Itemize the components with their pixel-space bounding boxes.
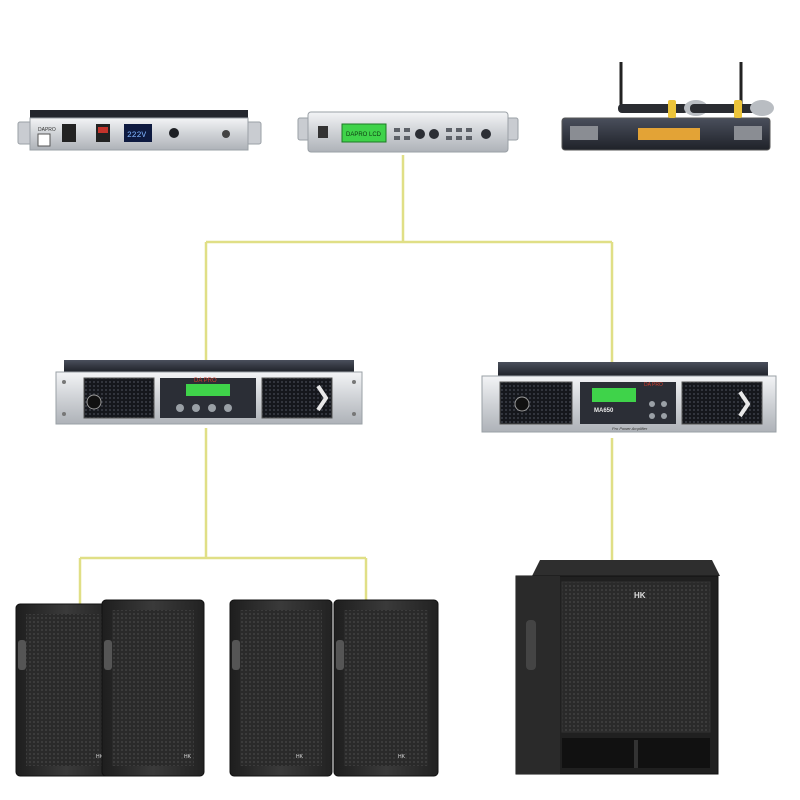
wireless-mic-receiver [561,62,774,151]
processor-knob-1 [415,129,425,139]
amp-right-brand: DA PRO [644,382,663,388]
speaker-4-brand: HK [398,754,406,760]
speaker-3-brand: HK [296,754,304,760]
speaker-2-brand: HK [184,754,192,760]
power-sequencer: DAPRO 222V [17,110,262,151]
power-sequencer-brand: DAPRO [38,127,56,133]
speaker-group: HK HK HK HK [15,599,439,777]
processor-knob-3 [481,129,491,139]
speaker-1: HK [15,603,117,777]
power-sequencer-knob [169,128,179,138]
audio-processor: DAPRO LCD [297,111,519,153]
power-amplifier-right: DA PRO MA650 Pro Power Amplifier [481,362,777,433]
microphone-right [690,100,774,118]
processor-buttons [394,128,472,140]
subwoofer-brand: HK [634,591,646,600]
speaker-4: HK [333,599,439,777]
speaker-2: HK [101,599,205,777]
amp-left-brand: DA PRO [194,378,217,384]
amp-right-model: MA650 [594,408,614,414]
processor-knob-2 [429,129,439,139]
amp-right-power-button [514,396,530,412]
subwoofer: HK [515,560,720,775]
signal-cables [78,155,614,605]
speaker-1-brand: HK [96,754,104,760]
speaker-3: HK [229,599,333,777]
power-amplifier-left: DA PRO [55,360,363,425]
processor-display: DAPRO LCD [346,132,382,138]
power-sequencer-display: 222V [127,131,146,140]
amp-left-power-button [86,394,102,410]
amp-right-tagline: Pro Power Amplifier [612,426,648,431]
